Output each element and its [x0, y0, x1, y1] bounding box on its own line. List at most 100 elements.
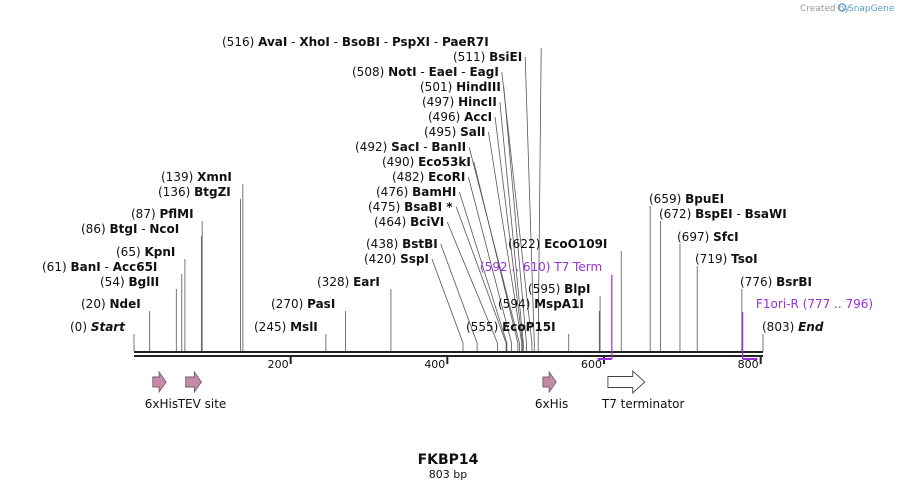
- restriction-site-245[interactable]: (245) MslI: [254, 320, 318, 334]
- site-label: (672) BspEI - BsaWI: [659, 207, 787, 221]
- restriction-site-54[interactable]: (54) BglII: [100, 275, 159, 289]
- restriction-site-0[interactable]: (0) Start: [70, 320, 126, 334]
- enzyme-name: BamHI: [412, 185, 456, 199]
- enzyme-name: BanII: [431, 140, 466, 154]
- restriction-site-420[interactable]: (420) SspI: [364, 252, 429, 266]
- restriction-site-65[interactable]: (65) KpnI: [116, 245, 175, 259]
- enzyme-separator: -: [380, 35, 392, 49]
- site-label: (420) SspI: [364, 252, 429, 266]
- restriction-site-497[interactable]: (497) HincII: [422, 95, 497, 109]
- enzyme-name: BtgI: [109, 222, 137, 236]
- site-position: (476): [376, 185, 408, 199]
- restriction-site-464[interactable]: (464) BciVI: [374, 215, 444, 229]
- site-leader-line: [503, 86, 527, 351]
- feature-arrow-icon: [185, 370, 202, 394]
- restriction-site-270[interactable]: (270) PasI: [271, 297, 335, 311]
- site-position: (595): [528, 282, 560, 296]
- restriction-site-516[interactable]: (516) AvaI - XhoI - BsoBI - PspXI - PaeR…: [222, 35, 489, 49]
- restriction-site-20[interactable]: (20) NdeI: [81, 297, 141, 311]
- feature-t7-terminator[interactable]: T7 terminator: [601, 369, 685, 411]
- restriction-site-803[interactable]: (803) End: [762, 320, 824, 334]
- enzyme-name: SalI: [460, 125, 485, 139]
- restriction-site-86[interactable]: (86) BtgI - NcoI: [81, 222, 179, 236]
- site-position: (328): [317, 275, 349, 289]
- enzyme-name: PspXI: [392, 35, 430, 49]
- enzyme-name: End: [798, 320, 824, 334]
- site-label: (54) BglII: [100, 275, 159, 289]
- axis-tick-label: 600: [581, 358, 602, 371]
- restriction-site-139[interactable]: (139) XmnI: [161, 170, 232, 184]
- site-label: (495) SalI: [424, 125, 485, 139]
- restriction-site-328[interactable]: (328) EarI: [317, 275, 380, 289]
- site-label: (328) EarI: [317, 275, 380, 289]
- site-label: (508) NotI - EaeI - EagI: [352, 65, 499, 79]
- restriction-site-476[interactable]: (476) BamHI: [376, 185, 456, 199]
- enzyme-name: XhoI: [299, 35, 330, 49]
- enzyme-name: PasI: [307, 297, 335, 311]
- primer-f1ori-r[interactable]: F1ori-R (777 .. 796): [742, 297, 873, 360]
- restriction-site-511[interactable]: (511) BsiEI: [453, 50, 522, 64]
- site-label: (594) MspA1I: [498, 297, 584, 311]
- restriction-site-438[interactable]: (438) BstBI: [366, 237, 438, 251]
- site-label: (803) End: [762, 320, 824, 334]
- restriction-site-508[interactable]: (508) NotI - EaeI - EagI: [352, 65, 499, 79]
- site-label: (697) SfcI: [677, 230, 739, 244]
- primer-t7-term[interactable]: (592 .. 610) T7 Term: [480, 260, 613, 360]
- restriction-site-672[interactable]: (672) BspEI - BsaWI: [659, 207, 787, 221]
- site-label: (490) Eco53kI: [382, 155, 471, 169]
- site-label: (595) BlpI: [528, 282, 590, 296]
- enzyme-name: BpuEI: [685, 192, 724, 206]
- site-label: (492) SacI - BanII: [355, 140, 466, 154]
- site-position: (659): [649, 192, 681, 206]
- snapgene-credit[interactable]: Created by SnapGene: [800, 3, 895, 14]
- site-label: (438) BstBI: [366, 237, 438, 251]
- feature-tev-site[interactable]: TEV site: [177, 370, 227, 411]
- restriction-site-555[interactable]: (555) EcoP15I: [466, 320, 556, 334]
- site-position: (482): [392, 170, 424, 184]
- site-position: (54): [100, 275, 125, 289]
- restriction-site-482[interactable]: (482) EcoRI: [392, 170, 465, 184]
- site-label: (555) EcoP15I: [466, 320, 556, 334]
- enzyme-name: EcoO109I: [544, 237, 607, 251]
- restriction-site-776[interactable]: (776) BsrBI: [740, 275, 812, 289]
- primer-name: F1ori-R: [756, 297, 799, 311]
- site-label: (20) NdeI: [81, 297, 141, 311]
- restriction-site-87[interactable]: (87) PflMI: [131, 207, 194, 221]
- site-position: (501): [420, 80, 452, 94]
- restriction-site-496[interactable]: (496) AccI: [428, 110, 492, 124]
- site-leader-line: [524, 56, 535, 351]
- feature-6xhis-2[interactable]: 6xHis: [535, 370, 568, 411]
- site-label: (496) AccI: [428, 110, 492, 124]
- site-position: (516): [222, 35, 254, 49]
- site-position: (490): [382, 155, 414, 169]
- site-position: (245): [254, 320, 286, 334]
- restriction-site-490[interactable]: (490) Eco53kI: [382, 155, 471, 169]
- restriction-site-492[interactable]: (492) SacI - BanII: [355, 140, 466, 154]
- restriction-site-697[interactable]: (697) SfcI: [677, 230, 739, 244]
- restriction-site-475[interactable]: (475) BsaBI *: [368, 200, 453, 214]
- primer-name: T7 Term: [553, 260, 602, 274]
- restriction-site-719[interactable]: (719) TsoI: [695, 252, 758, 266]
- site-label: (0) Start: [70, 320, 126, 334]
- enzyme-separator: -: [417, 65, 429, 79]
- site-position: (464): [374, 215, 406, 229]
- restriction-site-622[interactable]: (622) EcoO109I: [508, 237, 607, 251]
- enzyme-name: NdeI: [109, 297, 140, 311]
- site-label: (476) BamHI: [376, 185, 456, 199]
- restriction-site-61[interactable]: (61) BanI - Acc65I: [42, 260, 157, 274]
- site-label: (511) BsiEI: [453, 50, 522, 64]
- site-position: (508): [352, 65, 384, 79]
- axis-tick-label: 800: [738, 358, 759, 371]
- enzyme-name: Start: [91, 320, 126, 334]
- restriction-site-136[interactable]: (136) BtgZI: [158, 185, 231, 199]
- restriction-site-659[interactable]: (659) BpuEI: [649, 192, 724, 206]
- restriction-site-495[interactable]: (495) SalI: [424, 125, 485, 139]
- restriction-site-594[interactable]: (594) MspA1I: [498, 297, 584, 311]
- restriction-site-595[interactable]: (595) BlpI: [528, 282, 590, 296]
- restriction-site-501[interactable]: (501) HindIII: [420, 80, 501, 94]
- site-leader-line: [537, 47, 542, 351]
- enzyme-separator: -: [733, 207, 745, 221]
- feature-6xhis-1[interactable]: 6xHis: [145, 370, 178, 411]
